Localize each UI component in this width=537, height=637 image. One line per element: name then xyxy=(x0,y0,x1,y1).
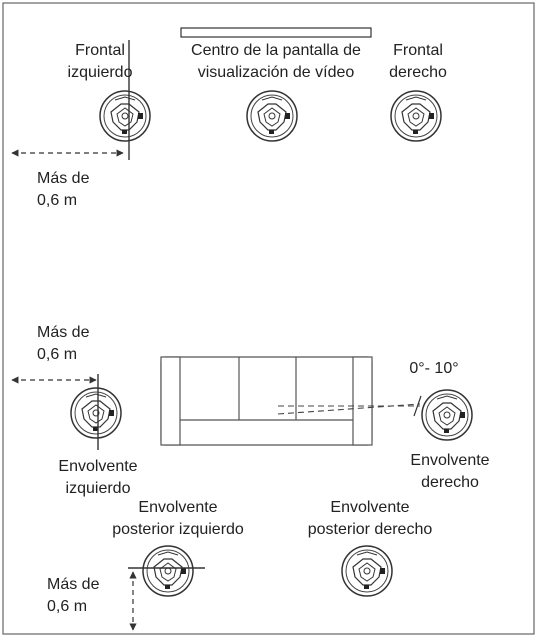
surround-left-label: Envolvente izquierdo xyxy=(58,458,138,497)
front-right-speaker xyxy=(390,90,442,142)
sofa-illustration xyxy=(160,356,373,446)
angle-label: 0°- 10° xyxy=(409,360,459,377)
surround-distance-label: Más de 0,6 m xyxy=(37,324,90,363)
surround-right-label: Envolvente derecho xyxy=(410,452,490,491)
angle-tick xyxy=(413,395,422,417)
front-right-label: Frontal derecho xyxy=(389,42,447,81)
back-right-label: Envolvente posterior derecho xyxy=(307,499,433,538)
front-distance-label: Más de 0,6 m xyxy=(37,170,90,209)
front-center-speaker xyxy=(246,90,298,142)
surround-right-speaker xyxy=(421,389,473,441)
back-right-speaker xyxy=(341,545,393,597)
angle-tilted-line xyxy=(277,403,421,415)
back-left-label: Envolvente posterior izquierdo xyxy=(112,499,244,538)
back-left-speaker xyxy=(142,545,194,597)
back-distance-label: Más de 0,6 m xyxy=(47,576,100,615)
front-left-speaker xyxy=(99,90,151,142)
front-left-label: Frontal izquierdo xyxy=(67,42,133,81)
surround-left-speaker xyxy=(70,387,122,439)
screen-center-label: Centro de la pantalla de visualización d… xyxy=(191,42,361,81)
video-screen xyxy=(180,27,372,38)
